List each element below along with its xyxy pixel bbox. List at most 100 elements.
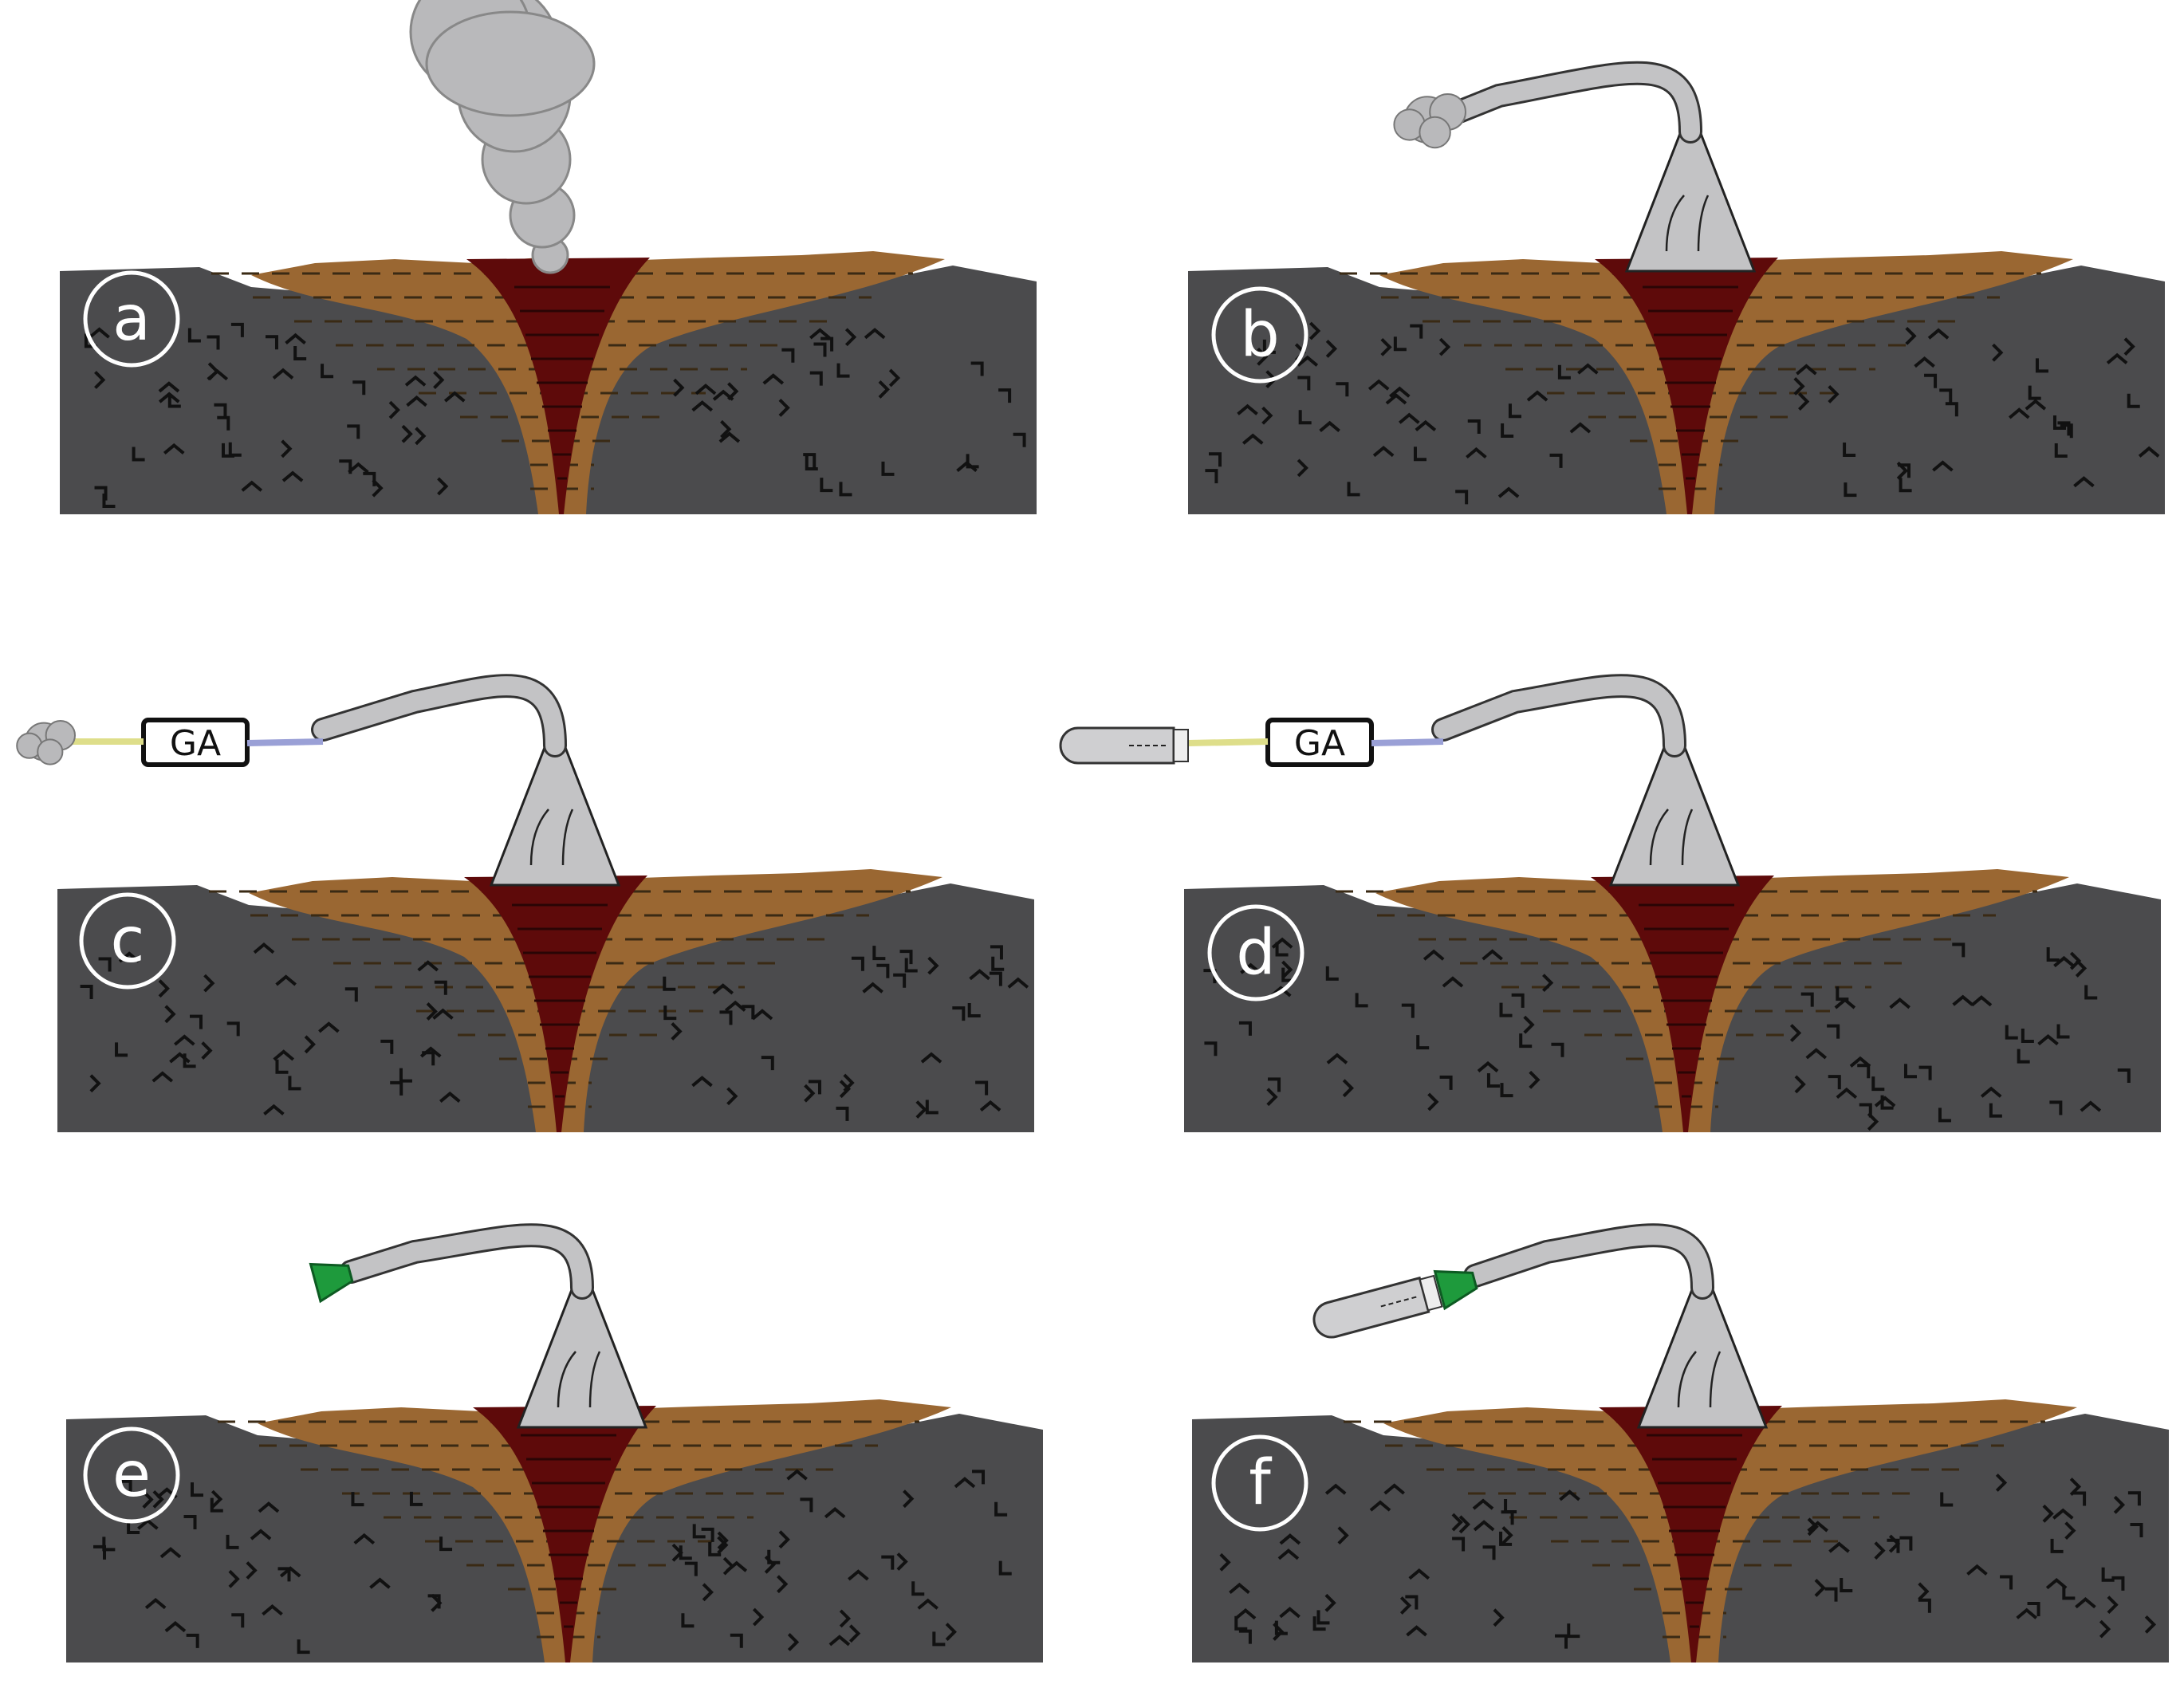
rock-glyph bbox=[844, 328, 857, 347]
rock-glyph bbox=[2035, 358, 2048, 373]
rock-glyph bbox=[839, 1080, 852, 1099]
rock-glyph bbox=[673, 378, 685, 397]
rock-glyph bbox=[1914, 356, 1935, 368]
rock-glyph bbox=[241, 480, 263, 492]
rock-glyph bbox=[353, 1533, 376, 1545]
rock-glyph bbox=[671, 1022, 683, 1041]
rock-glyph bbox=[1271, 937, 1293, 949]
rock-glyph bbox=[839, 1609, 852, 1628]
puff-lobe bbox=[1419, 116, 1451, 149]
vial-body bbox=[1312, 1276, 1430, 1339]
rock-glyph bbox=[1497, 486, 1520, 498]
rock-glyph bbox=[164, 1005, 176, 1024]
rock-glyph bbox=[969, 969, 990, 981]
rock-glyph bbox=[692, 1524, 706, 1539]
rock-glyph bbox=[1924, 373, 1938, 388]
rock-glyph bbox=[1897, 463, 1911, 478]
rock-glyph bbox=[781, 348, 795, 363]
rock-glyph bbox=[1281, 960, 1293, 979]
rock-glyph bbox=[724, 1000, 746, 1012]
rock-glyph bbox=[158, 979, 170, 998]
rock-glyph bbox=[1242, 433, 1264, 445]
rock-glyph bbox=[691, 1076, 713, 1088]
rock-glyph bbox=[1279, 1533, 1301, 1545]
chamber-cone bbox=[1624, 130, 1757, 273]
rock-glyph bbox=[273, 1049, 295, 1061]
gas-outlet-tube-f bbox=[1463, 1223, 1714, 1300]
rock-glyph bbox=[2144, 1615, 2157, 1634]
rock-glyph bbox=[956, 460, 978, 473]
rock-glyph bbox=[1389, 386, 1411, 398]
rock-glyph bbox=[226, 1021, 240, 1037]
rock-glyph bbox=[293, 346, 307, 361]
rock-glyph bbox=[2127, 1491, 2141, 1506]
rock-glyph bbox=[1427, 1092, 1439, 1112]
vented-gas-puff bbox=[1393, 92, 1466, 149]
blue-tube bbox=[246, 738, 324, 746]
panel-label-circle-d bbox=[1207, 904, 1304, 1001]
sediment-fan bbox=[1375, 869, 2069, 1132]
rock-glyph bbox=[2054, 443, 2068, 458]
rock-glyph bbox=[439, 1537, 453, 1552]
rock-glyph bbox=[1342, 1079, 1355, 1098]
rock-glyph bbox=[2027, 1601, 2040, 1616]
rock-glyph bbox=[966, 454, 979, 469]
rock-glyph bbox=[144, 1597, 167, 1610]
rock-glyph bbox=[998, 388, 1012, 403]
rock-glyph bbox=[1408, 1568, 1430, 1580]
panel-label-circle-e bbox=[83, 1426, 180, 1524]
conduit-laminations bbox=[1639, 903, 1734, 1098]
vented-gas-c bbox=[16, 720, 77, 765]
gas-outlet-tube-e bbox=[339, 1223, 594, 1300]
rock-glyph bbox=[1439, 1075, 1453, 1090]
rock-glyph bbox=[186, 1633, 199, 1648]
rock-glyph bbox=[663, 976, 676, 991]
rock-glyph bbox=[409, 1491, 423, 1506]
rock-glyph bbox=[1279, 1607, 1301, 1619]
rock-glyph bbox=[1367, 379, 1390, 391]
rock-glyph bbox=[991, 956, 1005, 971]
green-cap-shape bbox=[1433, 1269, 1478, 1311]
rock-glyph bbox=[1529, 1070, 1541, 1089]
rock-glyph bbox=[1567, 1623, 1580, 1639]
rock-glyph bbox=[708, 1541, 722, 1556]
flow-arrow bbox=[1649, 809, 1669, 866]
rock-glyph bbox=[1542, 974, 1554, 993]
rock-glyph bbox=[1519, 1033, 1533, 1049]
volcanic-conduit bbox=[466, 258, 650, 514]
puff-lobe bbox=[37, 738, 64, 765]
accumulation-chamber-f bbox=[1636, 1286, 1769, 1429]
gas-outlet-tube-d bbox=[1431, 674, 1686, 757]
rock-glyph bbox=[1007, 977, 1029, 989]
rock-glyph bbox=[2101, 1567, 2115, 1582]
rock-glyph bbox=[174, 1034, 195, 1046]
rock-glyph bbox=[945, 1623, 957, 1641]
rock-glyph bbox=[2099, 1619, 2111, 1639]
rock-glyph bbox=[1918, 1582, 1930, 1601]
rock-glyph bbox=[137, 1518, 159, 1530]
rock-glyph bbox=[1451, 1513, 1463, 1532]
rock-glyph bbox=[250, 1529, 272, 1541]
rock-glyph bbox=[1874, 1096, 1896, 1108]
rock-glyph bbox=[1473, 1520, 1495, 1532]
rock-glyph bbox=[752, 1607, 765, 1627]
vial-body bbox=[1059, 726, 1175, 765]
rock-glyph bbox=[406, 395, 427, 407]
rock-glyph bbox=[1326, 1053, 1348, 1064]
rock-glyph bbox=[742, 1005, 755, 1020]
rock-glyph bbox=[167, 393, 181, 408]
rock-glyph bbox=[2062, 1585, 2076, 1600]
rock-glyph bbox=[228, 1569, 240, 1588]
rock-glyph bbox=[975, 1080, 989, 1096]
rock-glyph bbox=[285, 332, 306, 344]
rock-glyph bbox=[804, 1084, 816, 1103]
rock-glyph bbox=[152, 1489, 164, 1509]
rock-glyph bbox=[1401, 1003, 1415, 1018]
rock-glyph bbox=[275, 974, 297, 986]
rock-glyph bbox=[1493, 1608, 1505, 1627]
rock-glyph bbox=[2117, 1068, 2131, 1083]
rock-glyph bbox=[1843, 442, 1856, 457]
rock-glyph bbox=[1266, 1088, 1278, 1107]
rock-glyph bbox=[272, 368, 294, 380]
panel-label-circle-a bbox=[83, 270, 180, 368]
